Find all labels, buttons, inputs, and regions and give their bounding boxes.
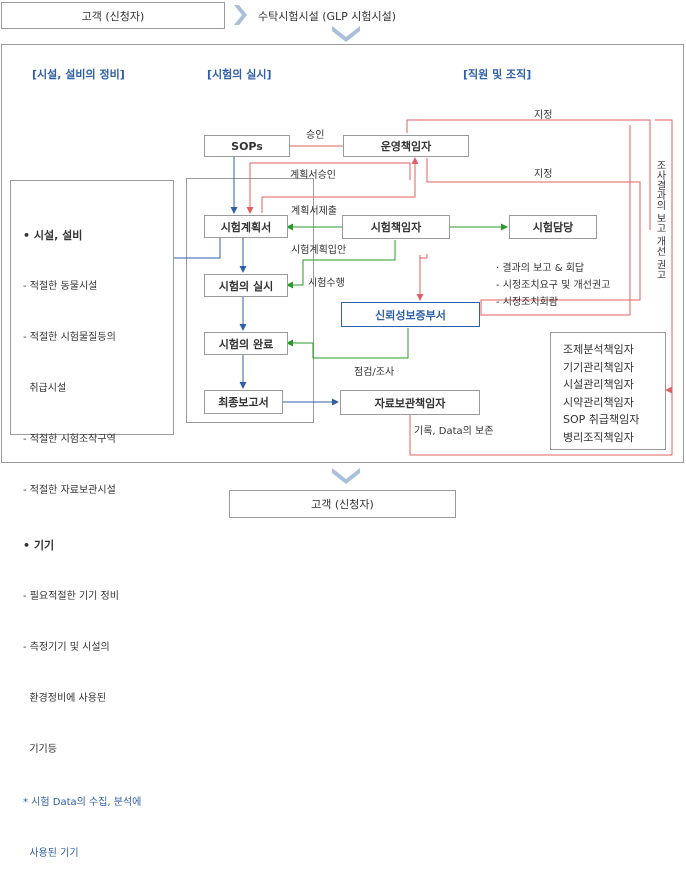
qa-box: 신뢰성보증부서 <box>341 302 480 327</box>
complete-box: 시험의 완료 <box>204 332 288 355</box>
management-box: 운영책임자 <box>343 135 469 157</box>
chevron-down-icon <box>332 26 360 42</box>
test-plan-box: 시험계획서 <box>204 215 288 238</box>
label-designate-1: 지정 <box>534 110 553 121</box>
label-record: 기록, Data의 보존 <box>414 426 494 437</box>
label-vertical-report: 조사결과의 보고 개선 권고 <box>654 160 665 280</box>
bottom-client-box: 고객 (신청자) <box>229 490 456 518</box>
conduct-box: 시험의 실시 <box>204 274 288 297</box>
header-conduct: [시험의 실시] <box>207 68 272 81</box>
label-plan-draft: 시험계획입안 <box>291 245 347 256</box>
left-panel: • 시설, 설비 - 적절한 동물시설 - 적절한 시험물질등의 취급시설 - … <box>10 180 174 859</box>
label-approval: 승인 <box>306 130 325 141</box>
header-facilities: [시설, 설비의 정비] <box>32 68 125 81</box>
note-line: * 시험 Data의 수집, 분석에 <box>23 797 142 808</box>
label-conduct-test: 시험수행 <box>308 278 345 289</box>
chevron-down-icon <box>332 468 360 484</box>
label-plan-approval: 계획서승인 <box>290 170 336 181</box>
test-site-box: 시험담당 <box>509 215 597 239</box>
study-director-box: 시험책임자 <box>342 215 450 239</box>
bottom-client-label: 고객 (신청자) <box>311 498 374 511</box>
sops-box: SOPs <box>204 135 290 157</box>
note-line: 사용된 기기 <box>23 848 79 859</box>
facility-title: 수탁시험시설 (GLP 시험시설) <box>258 10 397 23</box>
label-designate-2: 지정 <box>534 169 553 180</box>
label-plan-submit: 계획서제출 <box>291 206 337 217</box>
main-frame <box>1 44 684 463</box>
right-panel: 조제분석책임자 기기관리책임자 시설관리책임자 시약관리책임자 SOP 취급책임… <box>550 332 666 450</box>
final-report-box: 최종보고서 <box>204 390 283 414</box>
archive-box: 자료보관책임자 <box>340 390 480 415</box>
equipment-title: • 기기 <box>23 539 55 552</box>
header-staff: [직원 및 조직] <box>463 68 532 81</box>
facility-title: • 시설, 설비 <box>23 229 83 242</box>
chevron-right-icon <box>234 5 247 25</box>
label-inspect: 점검/조사 <box>354 367 395 378</box>
qa-notes: · 결과의 보고 & 회답 - 시정조치요구 및 개선권고 - 시정조치회람 <box>496 263 611 308</box>
top-client-box: 고객 (신청자) <box>1 2 225 29</box>
top-client-label: 고객 (신청자) <box>81 9 145 23</box>
